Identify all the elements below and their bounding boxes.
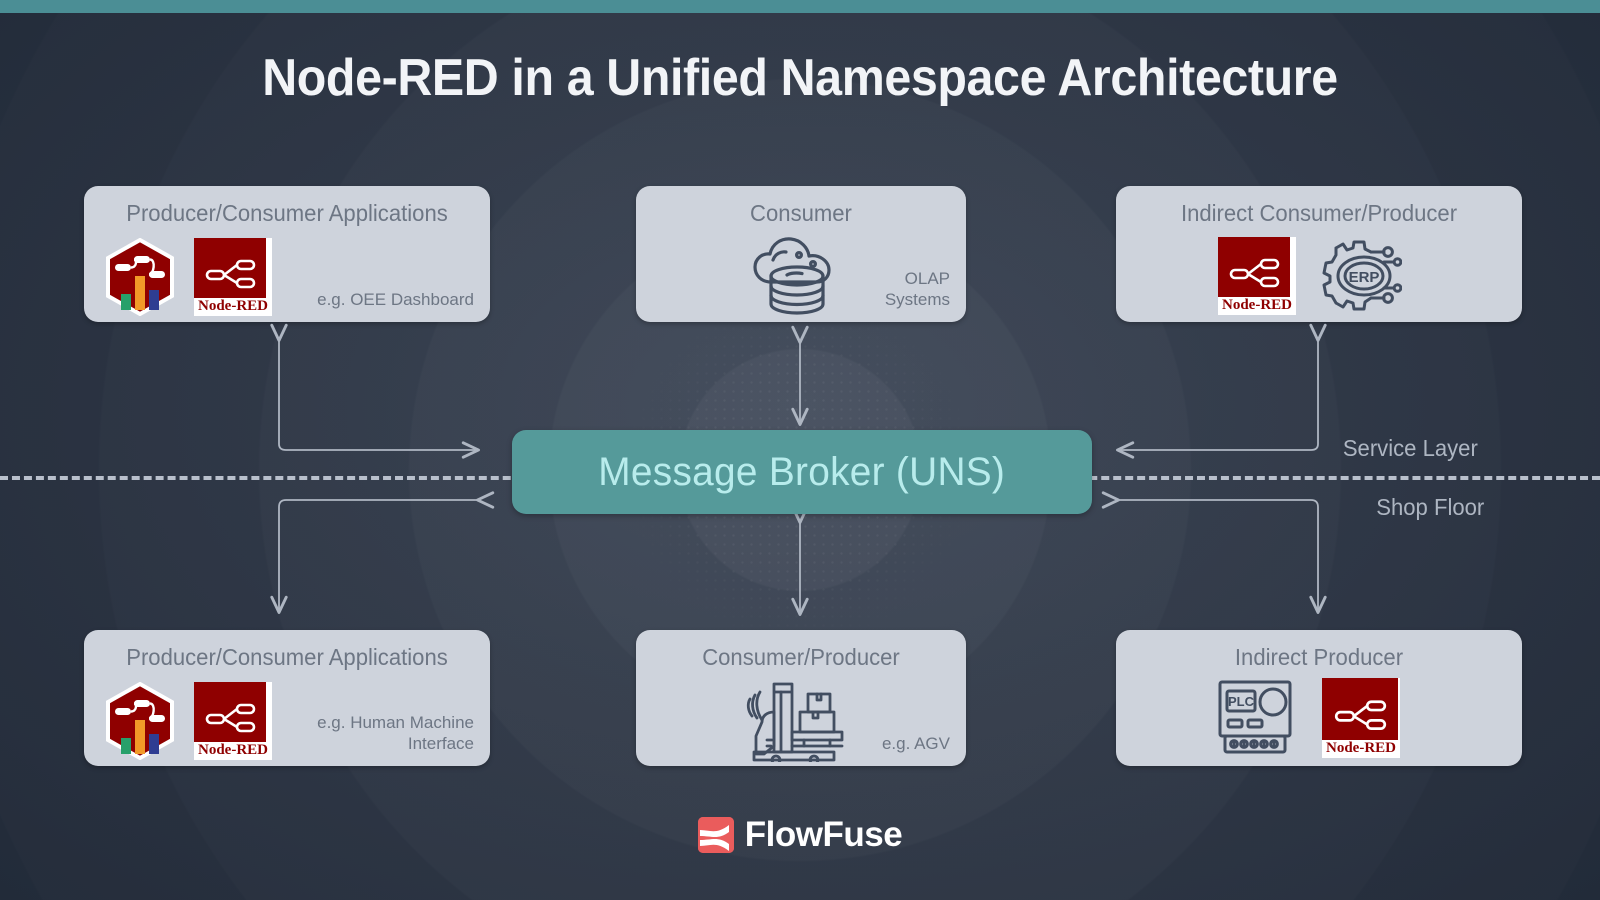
card-note-line-2: Systems <box>884 290 950 309</box>
agv-robot-icon <box>746 682 844 762</box>
flowfuse-mark-icon <box>697 817 734 853</box>
node-red-logo-icon: Node-RED <box>194 682 272 760</box>
node-red-logo-text: Node-RED <box>1322 740 1400 758</box>
message-broker-node[interactable]: Message Broker (UNS) <box>512 430 1092 514</box>
card-note-line-2: Interface <box>407 734 474 753</box>
node-red-logo-icon: Node-RED <box>194 238 272 316</box>
node-red-logo-icon: Node-RED <box>1322 678 1400 758</box>
node-red-logo-text: Node-RED <box>1218 297 1296 315</box>
card-icon-group: Node-RED ERP <box>1218 234 1402 318</box>
node-red-dashboard-hexagon-icon <box>106 682 174 760</box>
card-note-line-1: OLAP <box>904 269 950 288</box>
card-icon-group <box>734 674 864 762</box>
plc-device-icon: PLC <box>1218 680 1292 754</box>
card-top-left[interactable]: Producer/Consumer Applications <box>84 186 490 322</box>
erp-label: ERP <box>1349 269 1380 286</box>
plc-label: PLC <box>1228 694 1255 709</box>
card-bottom-right[interactable]: Indirect Producer PLC <box>1116 630 1522 766</box>
page-title: Node-RED in a Unified Namespace Architec… <box>262 49 1338 107</box>
card-title: Indirect Producer <box>1234 644 1404 670</box>
card-icon-group <box>741 230 857 316</box>
footer-brand[interactable]: FlowFuse <box>0 815 1600 855</box>
card-note: e.g. OEE Dashboard <box>317 290 474 309</box>
card-title: Consumer <box>750 200 852 226</box>
card-icon-group: Node-RED <box>104 682 272 760</box>
card-note-line-1: e.g. Human Machine <box>317 713 474 732</box>
service-layer-label: Service Layer <box>1342 435 1478 461</box>
card-note: OLAP Systems <box>800 268 950 310</box>
card-bottom-center[interactable]: Consumer/Producer <box>636 630 966 766</box>
node-red-logo-icon: Node-RED <box>1218 237 1296 315</box>
card-title: Indirect Consumer/Producer <box>1180 200 1458 226</box>
card-title: Producer/Consumer Applications <box>126 200 448 226</box>
node-red-logo-text: Node-RED <box>194 298 272 316</box>
shop-floor-label: Shop Floor <box>1376 494 1485 520</box>
card-bottom-left[interactable]: Producer/Consumer Applications <box>84 630 490 766</box>
card-icon-group: Node-RED <box>104 238 272 316</box>
card-top-center[interactable]: Consumer OLAP Systems <box>636 186 966 322</box>
node-red-logo-text: Node-RED <box>194 742 272 760</box>
flowfuse-wordmark: FlowFuse <box>744 815 903 854</box>
card-note: e.g. Human Machine Interface <box>254 712 474 754</box>
card-icon-group: PLC Node-RED <box>1214 678 1400 758</box>
top-accent-bar <box>0 0 1600 13</box>
card-top-right[interactable]: Indirect Consumer/Producer Node-RED <box>1116 186 1522 322</box>
erp-gear-icon: ERP <box>1322 240 1402 311</box>
message-broker-label: Message Broker (UNS) <box>598 449 1006 494</box>
card-title: Consumer/Producer <box>702 644 900 670</box>
node-red-dashboard-hexagon-icon <box>106 238 174 316</box>
cloud-database-icon <box>753 237 831 315</box>
card-note: e.g. AGV <box>881 734 950 753</box>
card-title: Producer/Consumer Applications <box>126 644 448 670</box>
